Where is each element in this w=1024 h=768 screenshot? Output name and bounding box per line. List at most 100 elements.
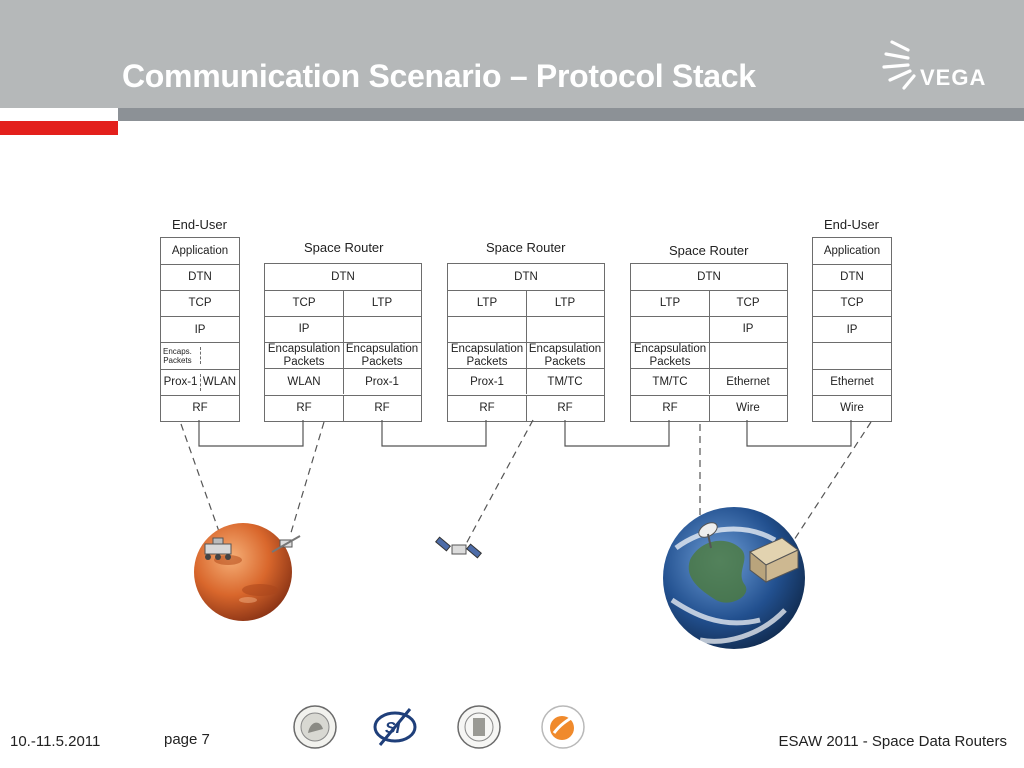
stack-layer: IP <box>631 316 787 343</box>
stack-layer: Prox-1 TM/TC <box>448 368 604 395</box>
layer-cell: LTP <box>554 297 576 310</box>
layer-cell: DTN <box>840 271 864 284</box>
layer-cell: Encapsulation Packets <box>345 343 419 368</box>
layer-divider <box>200 347 201 365</box>
slide-title: Communication Scenario – Protocol Stack <box>122 58 756 94</box>
earth-planet <box>663 507 805 649</box>
layer-cell: RF <box>662 401 678 414</box>
layer-cell: WLAN <box>287 375 321 388</box>
university-logo <box>541 705 585 749</box>
link-wire-2 <box>381 420 487 447</box>
stack-layer: DTN <box>813 264 891 290</box>
layer-cell: IP <box>742 323 754 336</box>
stack-layer: DTN <box>631 264 787 290</box>
layer-cell: Ethernet <box>726 375 770 388</box>
layer-cell: IP <box>846 323 858 336</box>
layer-divider <box>709 369 710 395</box>
seal-logo-2 <box>457 705 501 749</box>
stack-layer: Encaps. Packets <box>161 342 239 368</box>
ground-station <box>698 522 799 583</box>
stack-layer: Encapsulation Packets <box>631 342 787 369</box>
layer-cell: DTN <box>697 270 721 283</box>
layer-cell: RF <box>192 401 208 414</box>
stack-layer: DTN <box>161 264 239 290</box>
radio-link-mars-left <box>180 423 223 541</box>
seal-logo-1 <box>293 705 337 749</box>
stack-layer: IP <box>265 316 421 343</box>
layer-cell: Application <box>823 244 881 257</box>
layer-cell: Encapsulation Packets <box>633 343 707 368</box>
node-title-1: End-User <box>172 217 227 232</box>
layer-cell: TCP <box>736 297 760 310</box>
layer-cell: Wire <box>736 401 760 414</box>
stack-layer: Application <box>161 238 239 264</box>
link-wire-1 <box>198 420 304 447</box>
layer-divider <box>709 317 710 343</box>
layer-cell: Encapsulation Packets <box>528 343 602 368</box>
link-wire-3 <box>564 420 670 447</box>
layer-cell: RF <box>557 401 573 414</box>
layer-divider <box>709 291 710 317</box>
layer-cell: RF <box>479 401 495 414</box>
footer-page-number: page 7 <box>164 731 210 748</box>
stack-layer: RF RF <box>448 394 604 421</box>
relay-satellite <box>435 536 482 559</box>
vega-logo: VEGA <box>882 40 986 90</box>
layer-divider <box>709 395 710 421</box>
layer-cell: TCP <box>840 297 864 310</box>
si-logo: SI <box>373 708 417 746</box>
footer-date: 10.-11.5.2011 <box>10 733 101 750</box>
layer-cell: Encapsulation Packets <box>267 343 341 368</box>
layer-divider <box>343 395 344 421</box>
orbiter <box>271 535 301 553</box>
layer-cell: Wire <box>840 401 864 414</box>
layer-cell: LTP <box>659 297 681 310</box>
layer-cell: IP <box>194 323 206 336</box>
layer-divider <box>526 343 527 369</box>
layer-divider <box>526 317 527 343</box>
stack-layer: TM/TC Ethernet <box>631 368 787 395</box>
layer-cell: TM/TC <box>547 375 583 388</box>
layer-divider <box>526 395 527 421</box>
stack-layer: RF Wire <box>631 394 787 421</box>
stack-layer: IP <box>161 316 239 342</box>
radio-link-mars-right <box>289 421 325 537</box>
stack-layer: LTP TCP <box>631 290 787 317</box>
layer-divider <box>343 317 344 343</box>
mars-planet <box>194 523 292 621</box>
layer-cell: RF <box>296 401 312 414</box>
layer-cell: Ethernet <box>830 375 874 388</box>
svg-text:SI: SI <box>385 720 401 737</box>
node-title-3: Space Router <box>486 240 566 255</box>
stack-layer: TCP <box>161 290 239 316</box>
layer-cell: TCP <box>188 297 212 310</box>
layer-cell: TM/TC <box>652 375 688 388</box>
node-title-2: Space Router <box>304 240 384 255</box>
layer-divider <box>343 291 344 317</box>
layer-cell: IP <box>298 323 310 336</box>
layer-divider <box>526 291 527 317</box>
layer-cell: DTN <box>331 270 355 283</box>
accent-bar <box>0 121 118 135</box>
layer-cell: LTP <box>371 297 393 310</box>
layer-cell: Encapsulation Packets <box>450 343 524 368</box>
layer-cell: DTN <box>514 270 538 283</box>
layer-cell: Prox-1 <box>470 375 504 388</box>
stack-layer <box>813 342 891 368</box>
stack-layer: RF <box>161 394 239 421</box>
stack-layer: Ethernet <box>813 368 891 395</box>
layer-cell: Encaps. Packets <box>163 346 192 365</box>
footer-event: ESAW 2011 - Space Data Routers <box>778 733 1007 750</box>
layer-divider <box>343 369 344 395</box>
vega-logo-text: VEGA <box>920 65 986 90</box>
stack-layer: Application <box>813 238 891 264</box>
header-bar <box>0 0 1024 108</box>
